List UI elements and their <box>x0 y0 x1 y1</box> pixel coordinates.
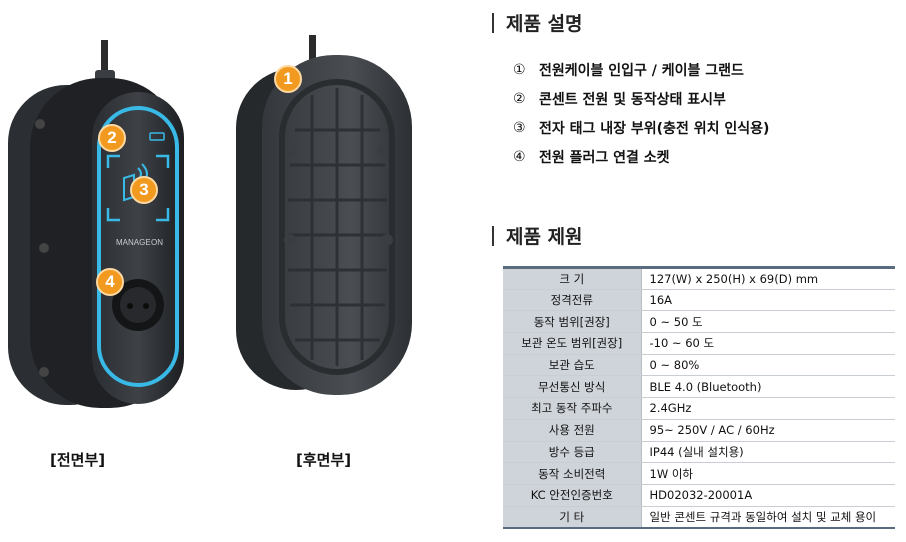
power-cable <box>101 40 108 80</box>
back-device <box>236 35 412 395</box>
product-illustration: MANAGE ON <box>8 35 412 408</box>
front-caption: [전면부] <box>50 451 106 469</box>
table-row: 보관 온도 범위[권장]-10 ~ 60 도 <box>503 332 895 355</box>
power-indicator <box>149 132 165 141</box>
front-face <box>92 92 184 404</box>
back-caption: [후면부] <box>296 451 352 469</box>
description-title: 제품 설명 <box>506 13 583 35</box>
product-figures: MANAGE ON <box>8 35 412 469</box>
description-heading: 제품 설명 <box>492 9 583 36</box>
svg-text:ON: ON <box>151 238 163 247</box>
specs-title: 제품 제원 <box>506 226 583 248</box>
brand-logo: MANAGE <box>116 238 151 247</box>
table-row: 동작 범위[권장]0 ~ 50 도 <box>503 310 895 334</box>
status-led-ring <box>97 106 179 387</box>
rfid-tag-area <box>106 154 170 222</box>
callout-4: 4 <box>96 268 124 296</box>
heading-bar <box>492 225 494 246</box>
specs-heading: 제품 제원 <box>492 222 583 249</box>
front-device: MANAGE ON <box>8 40 184 408</box>
callout-3: 3 <box>130 176 158 204</box>
heading-bar <box>492 12 494 33</box>
rib-grid <box>288 88 387 366</box>
callout-2: 2 <box>98 124 126 152</box>
callout-1: 1 <box>274 65 302 93</box>
